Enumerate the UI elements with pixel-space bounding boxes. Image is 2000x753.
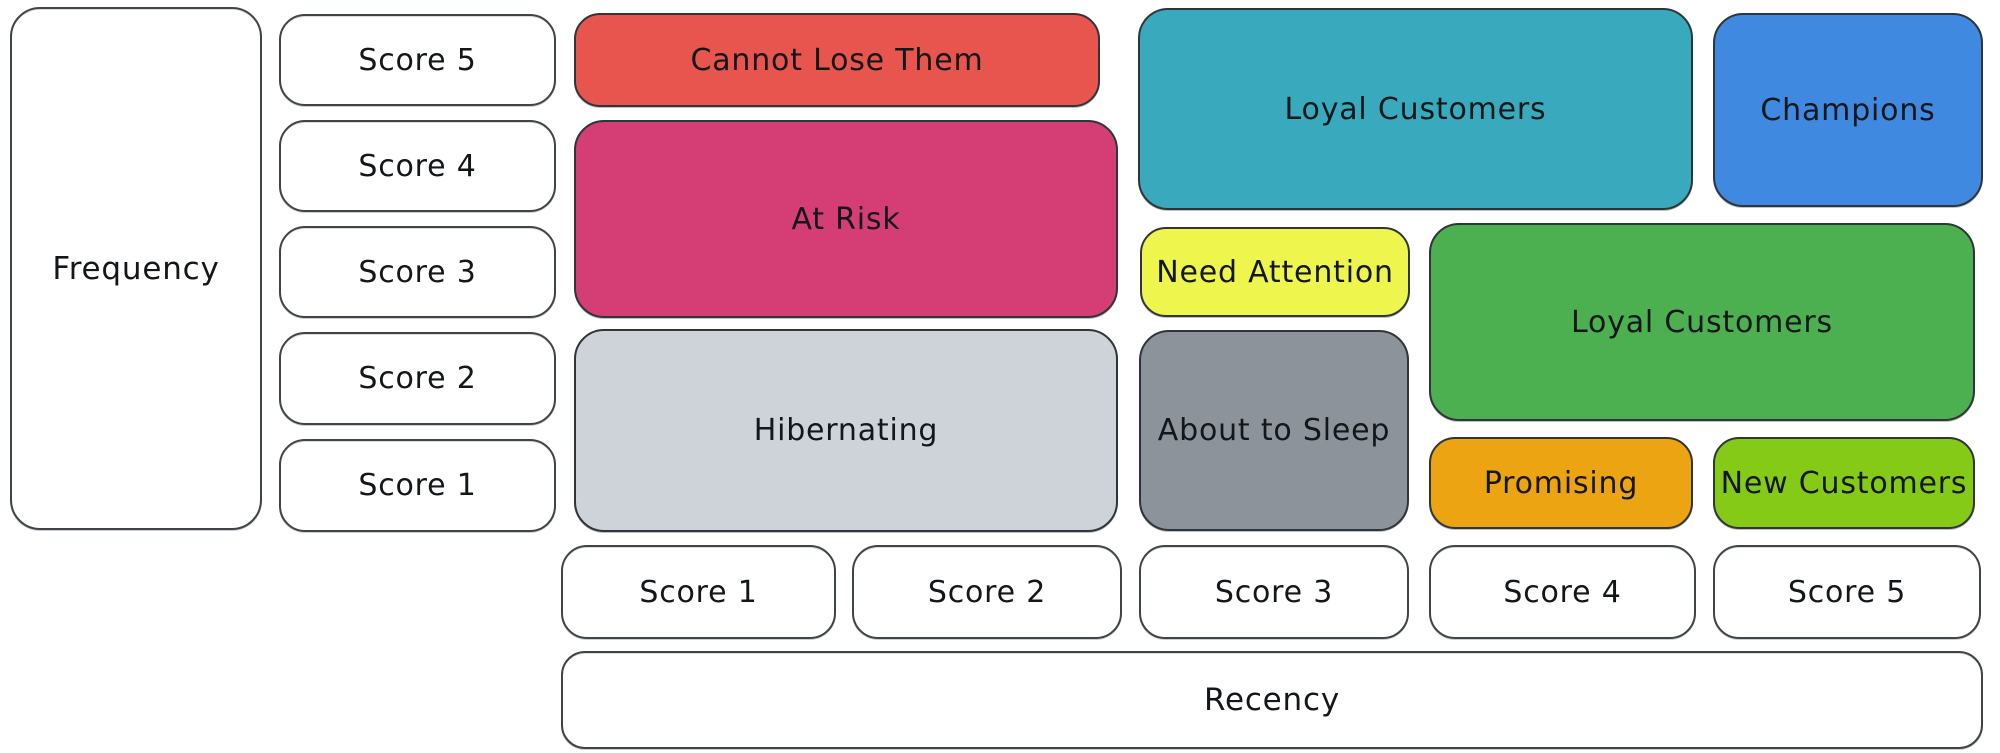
recency-score-2: Score 2 [852, 545, 1122, 639]
frequency-score-5: Score 5 [279, 14, 556, 106]
recency-axis-label: Recency [561, 651, 1983, 749]
segment-promising: Promising [1429, 437, 1693, 529]
recency-score-5: Score 5 [1713, 545, 1981, 639]
segment-at-risk: At Risk [574, 120, 1118, 318]
frequency-score-1: Score 1 [279, 439, 556, 532]
segment-new-customers: New Customers [1713, 437, 1975, 529]
segment-cannot-lose-them: Cannot Lose Them [574, 13, 1100, 107]
frequency-score-2: Score 2 [279, 332, 556, 425]
frequency-score-3: Score 3 [279, 226, 556, 318]
frequency-score-4: Score 4 [279, 120, 556, 212]
recency-score-4: Score 4 [1429, 545, 1696, 639]
segment-need-attention: Need Attention [1140, 227, 1410, 317]
recency-score-1: Score 1 [561, 545, 836, 639]
segment-about-to-sleep: About to Sleep [1139, 330, 1409, 531]
segment-champions: Champions [1713, 13, 1983, 207]
segment-loyal-customers-top: Loyal Customers [1138, 8, 1693, 210]
recency-score-3: Score 3 [1139, 545, 1409, 639]
frequency-axis-label: Frequency [10, 7, 262, 530]
segment-loyal-customers-mid: Loyal Customers [1429, 223, 1975, 421]
segment-hibernating: Hibernating [574, 329, 1118, 532]
